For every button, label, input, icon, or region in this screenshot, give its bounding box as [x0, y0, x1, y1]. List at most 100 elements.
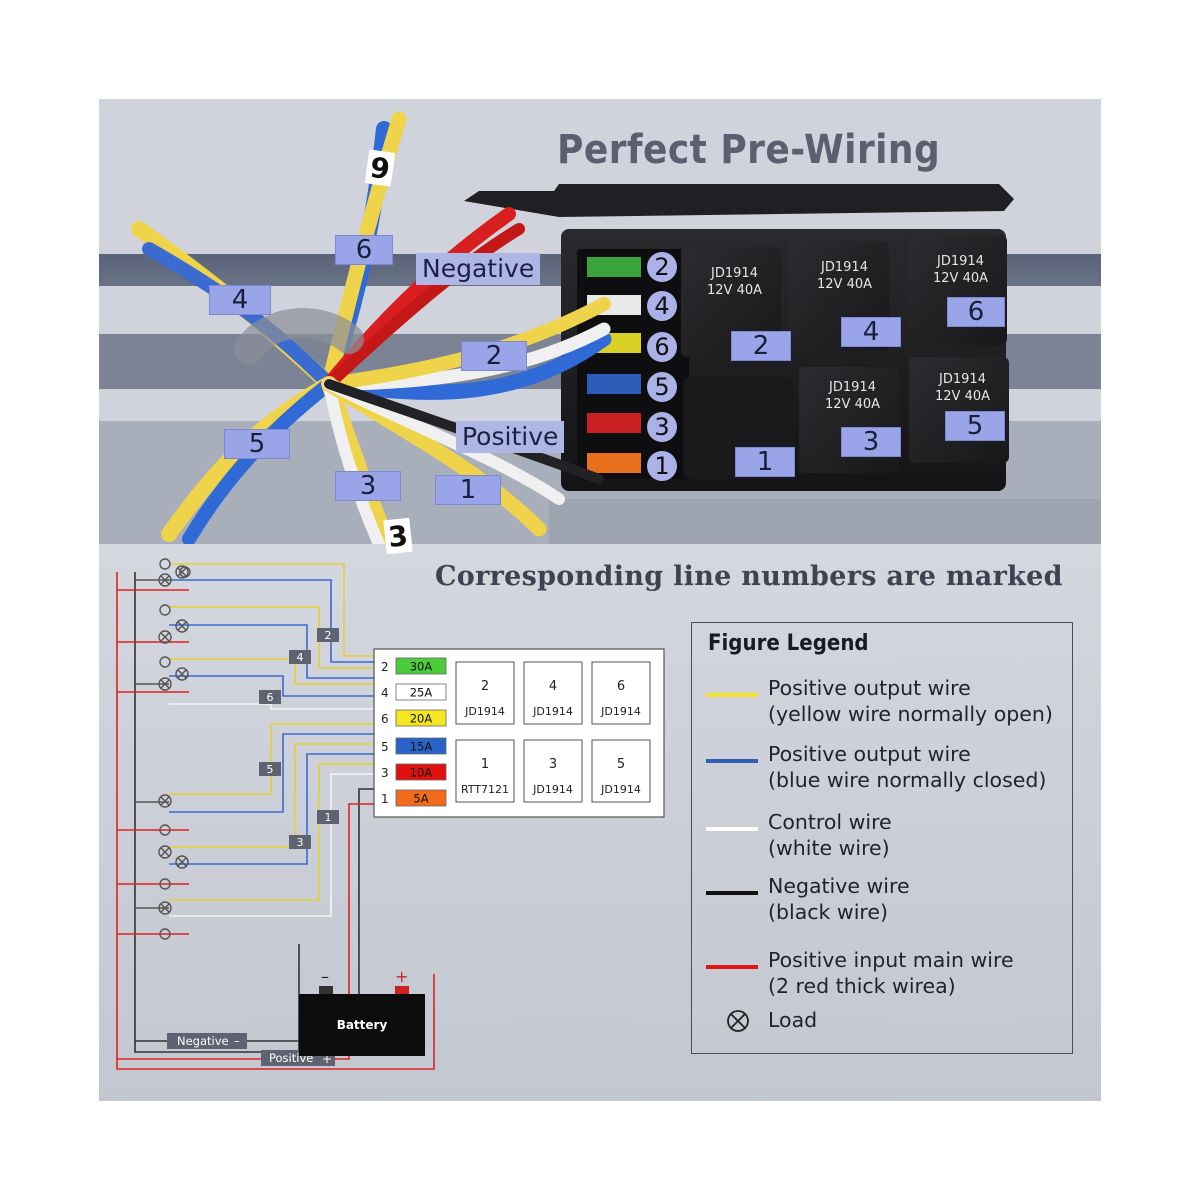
wire-tag: 4	[209, 285, 271, 315]
schem-wire-tag	[289, 650, 311, 664]
fuse-rating: 30A	[410, 660, 433, 674]
plus-sign: +	[322, 1052, 332, 1066]
legend-title: Figure Legend	[708, 631, 869, 656]
fuse-number: 2	[647, 252, 677, 282]
relay-text: JD1914 12V 40A	[817, 259, 872, 293]
page-title: Perfect Pre-Wiring	[557, 127, 941, 173]
relay-cell	[455, 661, 515, 725]
fuse-number: 4	[647, 291, 677, 321]
schem-wire-tag	[317, 628, 339, 642]
fuse-swatch	[395, 763, 447, 781]
legend-line2: (blue wire normally closed)	[768, 768, 1047, 792]
product-image: Perfect Pre-Wiring Negative Positive 6 4…	[99, 99, 1101, 1101]
wiring-harness-photo	[99, 99, 1101, 544]
battery-label: Battery	[337, 1018, 388, 1032]
fuse-number: 6	[647, 332, 677, 362]
legend-line2: (2 red thick wirea)	[768, 974, 956, 998]
negative-label: Negative	[416, 253, 541, 285]
relay-text: JD1914 12V 40A	[707, 265, 762, 299]
legend-swatch	[706, 965, 758, 969]
relay-model: JD1914	[600, 705, 641, 718]
fuse-number: 5	[647, 372, 677, 402]
fuse-number: 1	[647, 451, 677, 481]
schem-wire-tag	[259, 762, 281, 776]
wire-marker: 9	[364, 149, 396, 187]
relay-tag: 5	[945, 411, 1005, 441]
fuse-rating: 5A	[413, 792, 428, 806]
fuse-swatch	[395, 657, 447, 675]
relay-number: 2	[481, 679, 489, 694]
load-icon	[727, 1010, 749, 1032]
wire-tag: 1	[435, 475, 501, 505]
schem-wire-tag	[289, 835, 311, 849]
fuse-row-number: 5	[381, 740, 389, 754]
schem-wire-tag-text: 3	[297, 836, 304, 849]
relay-model: JD1914	[600, 783, 641, 796]
relay-model: RTT7121	[461, 783, 509, 796]
relay-cell	[523, 661, 583, 725]
relay-text: JD1914 12V 40A	[935, 371, 990, 405]
positive-label: Positive	[456, 421, 565, 453]
legend-line2: (white wire)	[768, 836, 890, 860]
legend-line1: Negative wire	[768, 874, 910, 898]
schem-wire-tag	[259, 690, 281, 704]
fuse-rating: 25A	[410, 686, 433, 700]
relay-model: JD1914	[937, 254, 984, 269]
legend-line1: Positive output wire	[768, 742, 971, 766]
schem-negative-label: Negative	[177, 1034, 229, 1048]
legend-line2: (black wire)	[768, 900, 888, 924]
legend-swatch	[706, 759, 758, 763]
wire-tag: 2	[461, 341, 527, 371]
fuse-row-number: 1	[381, 792, 389, 806]
schem-wire-tag-text: 5	[267, 763, 274, 776]
relay-number: 5	[617, 757, 625, 772]
wire-tag: 6	[335, 235, 393, 265]
legend-line2: (yellow wire normally open)	[768, 702, 1053, 726]
fuse-row-number: 2	[381, 660, 389, 674]
relay-number: 3	[549, 757, 557, 772]
schem-wire-tag	[317, 810, 339, 824]
relay-tag: 4	[841, 317, 901, 347]
relay-cell	[455, 739, 515, 803]
schem-wire-tag-text: 2	[325, 629, 332, 642]
fuse-row-number: 6	[381, 712, 389, 726]
relay-model: JD1914	[711, 266, 758, 281]
minus-sign: –	[234, 1034, 240, 1048]
fuse-rating: 20A	[410, 712, 433, 726]
relay-model: JD1914	[939, 372, 986, 387]
relay-rating: 12V 40A	[817, 277, 873, 292]
relay-rating: 12V 40A	[935, 389, 991, 404]
battery-plus: +	[395, 967, 408, 986]
legend-line1: Positive output wire	[768, 676, 971, 700]
legend-text: Control wire(white wire)	[768, 809, 892, 861]
relay-number: 1	[481, 757, 489, 772]
relay-model: JD1914	[829, 380, 876, 395]
relay-cell	[591, 739, 651, 803]
relay-tag: 6	[947, 297, 1005, 327]
legend-text: Negative wire(black wire)	[768, 873, 910, 925]
relay-model: JD1914	[821, 260, 868, 275]
relay-model: JD1914	[464, 705, 505, 718]
fuse-rating: 15A	[410, 740, 433, 754]
relay-text: JD1914 12V 40A	[825, 379, 880, 413]
schem-wire-tag-text: 6	[267, 691, 274, 704]
relay-tag: 2	[731, 331, 791, 361]
relay-number: 4	[549, 679, 557, 694]
legend-line1: Control wire	[768, 810, 892, 834]
legend-swatch	[706, 891, 758, 895]
fuse-swatch	[395, 737, 447, 755]
legend-text: Positive input main wire(2 red thick wir…	[768, 947, 1014, 999]
relay-number: 6	[617, 679, 625, 694]
fuse-swatch	[395, 789, 447, 807]
wire-tag: 3	[335, 471, 401, 501]
legend-text: Positive output wire(yellow wire normall…	[768, 675, 1053, 727]
relay-model: JD1914	[532, 783, 573, 796]
relay-tag: 1	[735, 447, 795, 477]
relay-rating: 12V 40A	[825, 397, 881, 412]
fuse-row-number: 3	[381, 766, 389, 780]
wire-tag: 5	[224, 429, 290, 459]
fuse-rating: 10A	[410, 766, 433, 780]
schem-wire-tag-text: 1	[325, 811, 332, 824]
fuse-swatch	[395, 683, 447, 701]
